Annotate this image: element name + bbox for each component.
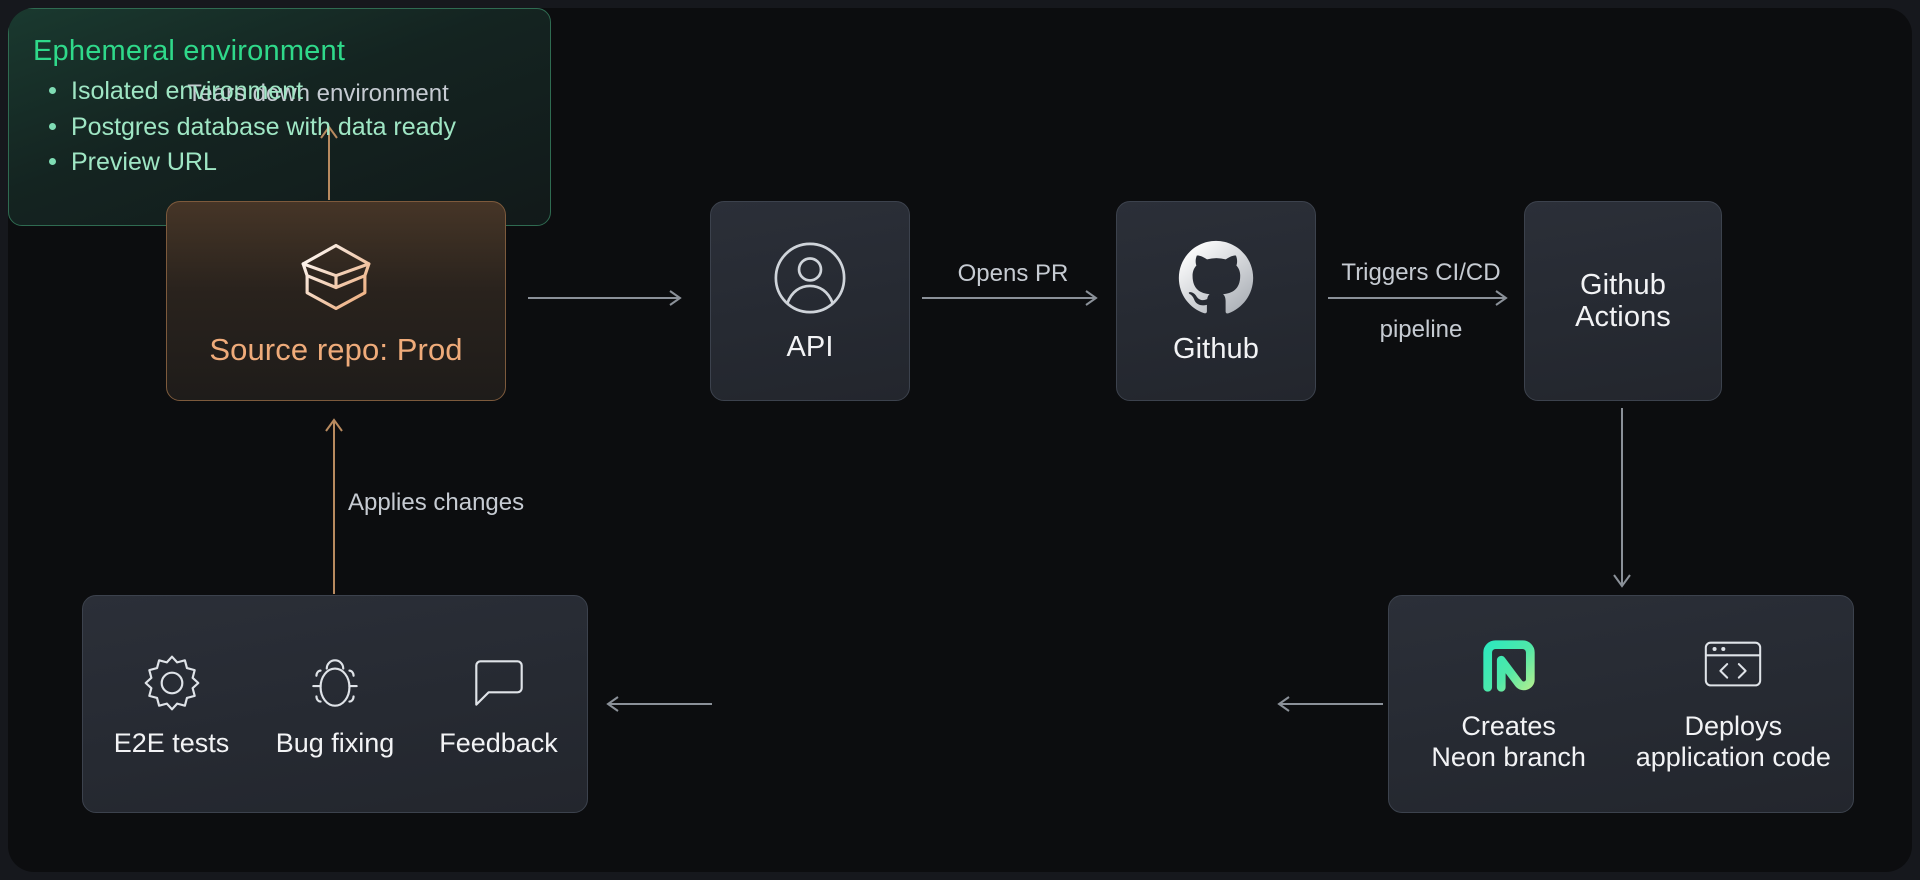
deploy-label-application-code: Deploys application code xyxy=(1636,711,1831,773)
gear-icon xyxy=(139,650,205,716)
connector-label-triggers-pipeline: Triggers CI/CD pipeline xyxy=(1318,230,1524,374)
deploy-label-application-code-line1: Deploys xyxy=(1684,711,1783,742)
node-source-repo[interactable]: Source repo: Prod xyxy=(166,201,506,401)
arrow-github-to-actions xyxy=(1328,287,1514,309)
ephemeral-title: Ephemeral environment xyxy=(33,35,346,67)
tool-feedback[interactable]: Feedback xyxy=(424,650,574,759)
arrow-deploy-to-ephemeral xyxy=(1273,693,1383,715)
tool-label-bug-fixing: Bug fixing xyxy=(275,727,395,758)
node-github-actions[interactable]: Github Actions xyxy=(1524,201,1722,401)
user-circle-icon xyxy=(771,239,849,317)
node-github[interactable]: Github xyxy=(1116,201,1316,401)
deploy-item-application-code[interactable]: Deploys application code xyxy=(1628,635,1838,773)
tool-e2e-tests[interactable]: E2E tests xyxy=(97,650,247,759)
node-ephemeral-environment[interactable]: Ephemeral environment Isolated environme… xyxy=(8,8,551,226)
connector-label-tears-down: Tears down environment xyxy=(187,80,449,107)
speech-bubble-icon xyxy=(466,650,532,716)
list-item: Isolated environment xyxy=(41,74,550,110)
ephemeral-bullet-list: Isolated environment Postgres database w… xyxy=(33,74,550,181)
tool-bug-fixing[interactable]: Bug fixing xyxy=(260,650,410,759)
deploy-label-neon-branch-line2: Neon branch xyxy=(1431,742,1586,772)
arrow-repo-to-api xyxy=(528,287,688,309)
github-logo-icon xyxy=(1175,237,1257,319)
connector-label-opens-pr: Opens PR xyxy=(957,260,1069,287)
arrow-ephemeral-to-tools xyxy=(602,693,712,715)
node-deploy[interactable]: Creates Neon branch Deploys application … xyxy=(1388,595,1854,813)
bug-icon xyxy=(302,650,368,716)
node-label-github-actions-line2: Actions xyxy=(1575,301,1671,333)
code-window-icon xyxy=(1700,635,1766,697)
deploy-label-application-code-line2: application code xyxy=(1635,742,1831,772)
arrow-tears-down xyxy=(314,120,344,200)
neon-logo-icon xyxy=(1478,635,1540,697)
deploy-item-neon-branch[interactable]: Creates Neon branch xyxy=(1404,635,1614,773)
connector-label-triggers-pipeline-line1: Triggers CI/CD xyxy=(1341,258,1501,286)
connector-label-triggers-pipeline-line2: pipeline xyxy=(1379,316,1463,344)
tool-label-e2e-tests: E2E tests xyxy=(113,727,230,758)
node-label-api: API xyxy=(786,330,834,363)
deploy-label-neon-branch: Creates Neon branch xyxy=(1431,711,1586,773)
node-label-github: Github xyxy=(1172,332,1260,365)
tool-label-feedback: Feedback xyxy=(439,727,558,758)
arrow-applies-changes xyxy=(320,412,348,594)
arrow-api-to-github xyxy=(922,287,1104,309)
arrow-actions-down xyxy=(1608,408,1636,593)
deploy-label-neon-branch-line1: Creates xyxy=(1461,711,1556,742)
connector-label-applies-changes: Applies changes xyxy=(348,489,525,516)
node-label-github-actions-line1: Github xyxy=(1579,268,1667,301)
list-item: Postgres database with data ready xyxy=(41,110,550,146)
node-tools[interactable]: E2E tests Bug fixing xyxy=(82,595,588,813)
open-box-icon xyxy=(294,235,378,319)
diagram-canvas: Tears down environment xyxy=(8,8,1912,872)
node-label-source-repo: Source repo: Prod xyxy=(209,331,463,367)
list-item: Preview URL xyxy=(41,145,550,181)
node-api[interactable]: API xyxy=(710,201,910,401)
